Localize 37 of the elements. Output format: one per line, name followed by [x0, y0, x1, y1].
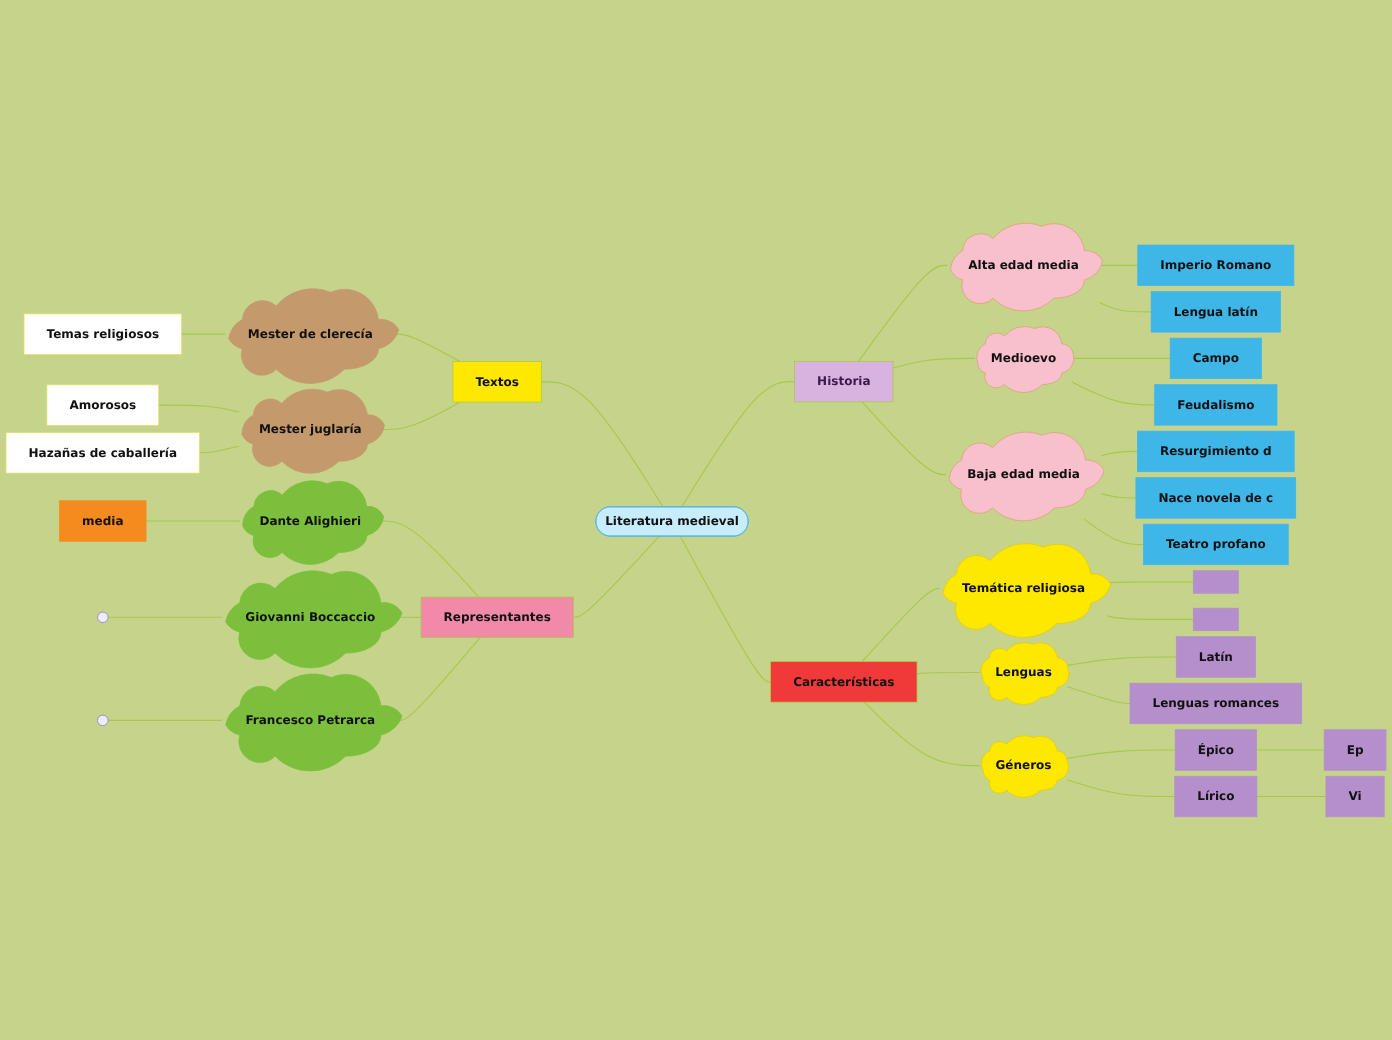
connector — [381, 401, 461, 431]
connector — [1106, 581, 1194, 584]
connector — [680, 381, 796, 508]
connector — [1066, 686, 1131, 705]
connector — [572, 535, 660, 618]
connector — [1106, 615, 1194, 620]
connector — [1099, 264, 1139, 266]
connector — [916, 671, 981, 675]
connector — [861, 588, 941, 663]
connector — [892, 357, 976, 369]
connector — [107, 719, 223, 721]
connector — [863, 701, 981, 767]
connector — [1256, 795, 1327, 798]
connector — [1100, 493, 1137, 499]
connector — [679, 535, 772, 683]
connector — [1255, 749, 1325, 751]
connector — [1100, 450, 1138, 457]
node-box — [1192, 570, 1239, 594]
connector — [1071, 381, 1156, 406]
connector — [540, 381, 664, 508]
connector — [1083, 518, 1144, 546]
node-box — [1192, 607, 1239, 632]
connector — [380, 520, 480, 598]
connector — [158, 404, 240, 413]
connector — [861, 401, 947, 476]
connector — [857, 264, 948, 362]
connector — [1066, 779, 1176, 798]
connector — [107, 616, 223, 618]
connector — [181, 333, 226, 335]
connector — [1099, 301, 1152, 313]
connector — [199, 445, 240, 454]
connector — [394, 333, 461, 363]
connector — [397, 637, 481, 721]
connector — [1066, 656, 1177, 666]
connector — [1071, 357, 1171, 359]
connector — [145, 520, 241, 522]
connector — [1066, 749, 1176, 760]
